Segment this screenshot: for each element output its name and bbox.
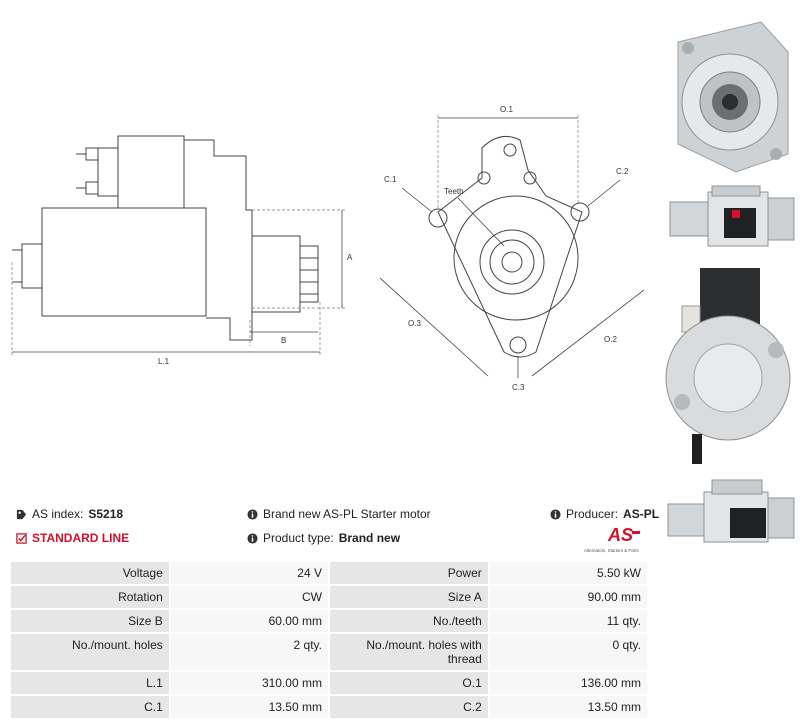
spec-label: C.1 [11,696,169,718]
spec-label: Size A [329,586,488,608]
spec-value: 60.00 mm [170,610,328,632]
solenoid-outline [117,135,185,209]
spec-value: 11 qty. [489,610,647,632]
spec-value: 0 qty. [489,634,647,670]
terminal-bottom [85,181,99,195]
spec-label: Voltage [11,562,169,584]
svg-text:Alternators, Starters & Parts: Alternators, Starters & Parts [584,548,639,553]
label-c1: C.1 [384,175,397,184]
spec-value: 13.50 mm [489,696,647,718]
product-photos [660,0,800,560]
standard-line: STANDARD LINE [16,531,129,545]
product-type: Product type: Brand new [247,531,400,545]
rear-cap-outline [21,243,43,289]
mount-hole-c3 [509,336,527,354]
label-o2: O.2 [604,335,617,344]
mount-hole-c2 [570,202,590,222]
housing-circle [453,195,579,321]
description: Brand new AS-PL Starter motor [247,507,431,521]
info-icon [550,508,561,520]
label-c3: C.3 [512,383,525,392]
dimension-o2-line [531,289,645,377]
spec-label: No./mount. holes [11,634,169,670]
photo-side-view [669,185,795,247]
pinion-outline [299,245,319,303]
spec-label: C.2 [329,696,488,718]
tag-icon [16,509,27,519]
producer: Producer: AS-PL [550,507,659,521]
label-o3: O.3 [408,319,421,328]
label-c2: C.2 [616,167,629,176]
info-icon [247,532,258,544]
photo-angle-view [667,479,795,543]
spec-label: No./teeth [329,610,488,632]
photo-front-view [677,21,789,173]
spec-label: O.1 [329,672,488,694]
spec-value: 90.00 mm [489,586,647,608]
spec-label: Size B [11,610,169,632]
product-type-value: Brand new [338,531,401,545]
spec-value: 310.00 mm [170,672,328,694]
spec-label: Power [329,562,488,584]
spec-value: 136.00 mm [489,672,647,694]
nose-outline [251,235,301,313]
product-info: AS index: S5218 Brand new AS-PL Starter … [0,500,660,555]
spec-value: 2 qty. [170,634,328,670]
spec-label: Rotation [11,586,169,608]
producer-value: AS-PL [623,507,660,521]
mount-hole-c1 [428,208,448,228]
label-a: A [347,253,353,262]
as-index-value: S5218 [88,507,124,521]
solenoid-cap [97,147,119,197]
checkbox-icon [16,532,27,544]
dimension-o3-line [379,277,489,377]
pinion-gear [489,239,535,285]
photo-rear-view [665,268,791,464]
as-pl-logo: AS Alternators, Starters & Parts [584,525,640,553]
drive-housing-outline [184,139,253,341]
svg-text:AS: AS [607,525,633,545]
technical-drawing: A B L.1 O.1 O.2 O.3 C.1 C.2 C.3 Teeth [11,105,645,392]
spec-value: 13.50 mm [170,696,328,718]
spec-value: 24 V [170,562,328,584]
terminal-top [85,147,99,161]
flange-outline [437,135,583,358]
label-o1: O.1 [500,105,513,114]
spec-value: CW [170,586,328,608]
label-l1: L.1 [158,357,170,366]
info-icon [247,508,258,520]
label-teeth: Teeth [444,187,464,196]
spec-label: L.1 [11,672,169,694]
motor-body-outline [41,207,207,317]
spec-value: 5.50 kW [489,562,647,584]
label-b: B [281,336,286,345]
spec-label: No./mount. holes with thread [329,634,488,670]
as-index: AS index: S5218 [16,507,123,521]
